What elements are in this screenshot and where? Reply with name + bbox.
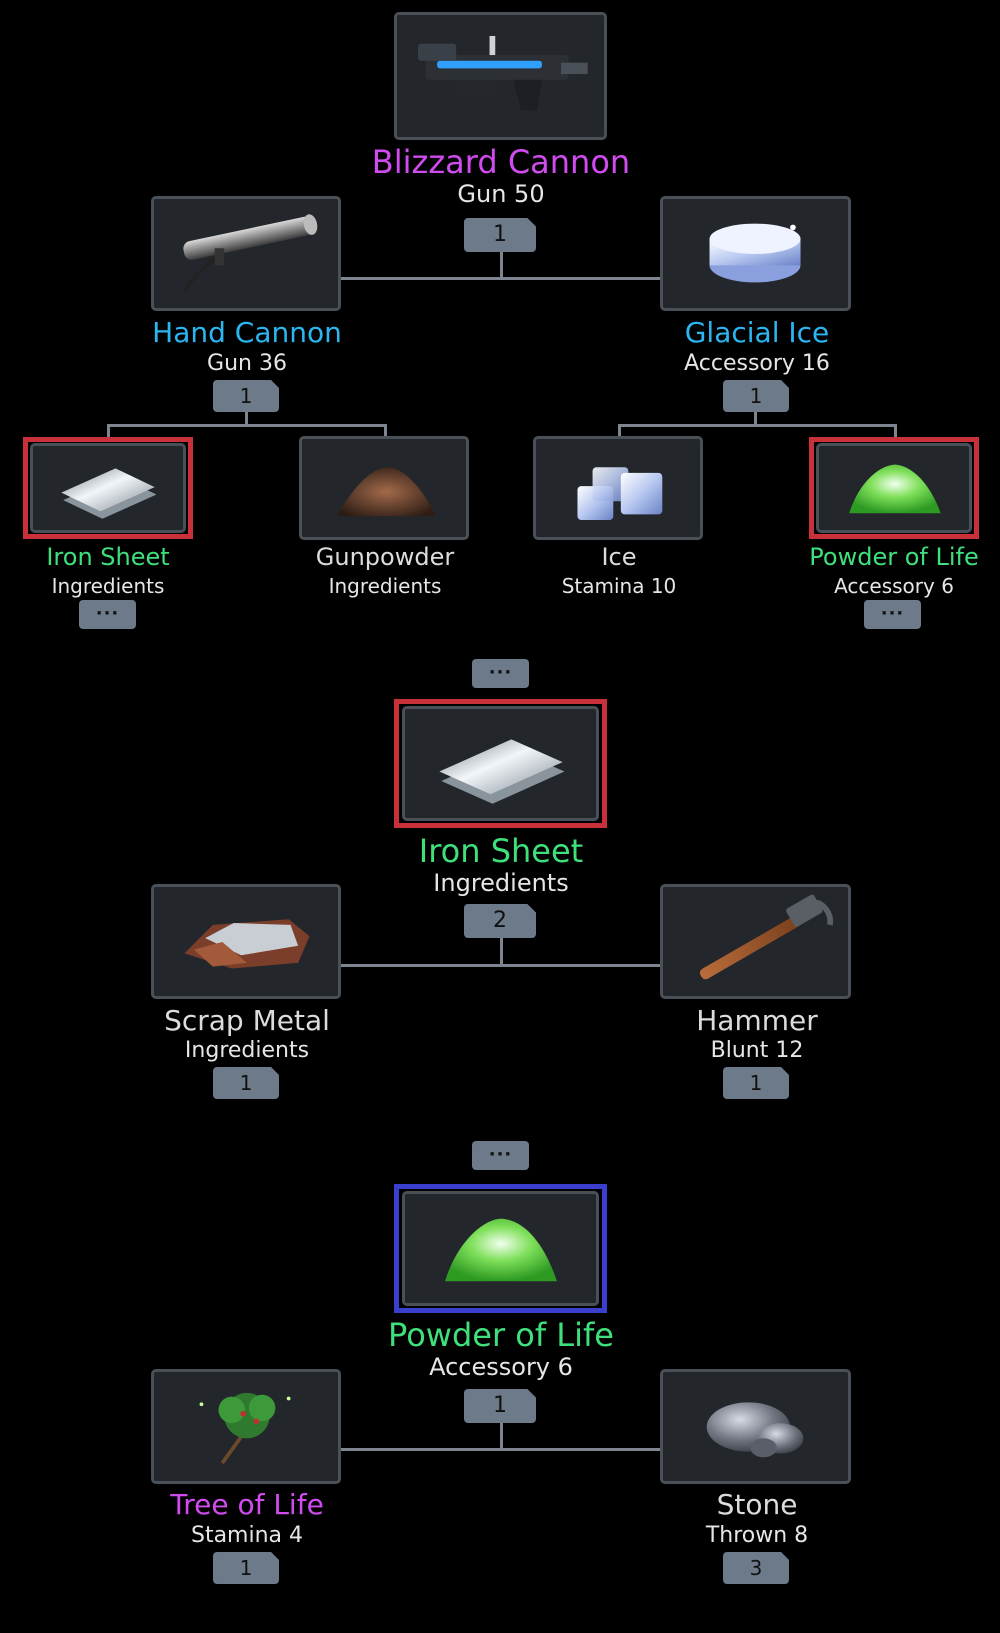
blizzard-cannon-tile[interactable] <box>394 12 607 140</box>
item-name: Iron Sheet <box>46 543 170 571</box>
connector-line <box>618 424 621 438</box>
item-category: Ingredients <box>51 574 165 598</box>
highlight-frame-red <box>394 699 607 828</box>
quantity-badge: 1 <box>723 1067 789 1099</box>
quantity-badge: 1 <box>213 1552 279 1584</box>
more-button[interactable]: ··· <box>472 1141 529 1170</box>
item-category: Thrown 8 <box>705 1523 809 1548</box>
item-name: Hand Cannon <box>152 316 342 349</box>
item-category: Accessory 6 <box>429 1353 573 1381</box>
ice-tile[interactable] <box>533 436 703 540</box>
powder-icon <box>445 1218 557 1282</box>
quantity-badge: 1 <box>213 380 279 412</box>
gunpowder-tile[interactable] <box>299 436 469 540</box>
scrap-metal-tile[interactable] <box>151 884 341 999</box>
quantity-badge: 1 <box>464 218 536 252</box>
iron-sheet-icon <box>439 739 565 804</box>
more-button[interactable]: ··· <box>79 600 136 629</box>
scrap-metal-icon <box>184 919 310 969</box>
hand-cannon-tile[interactable] <box>151 196 341 311</box>
item-name: Powder of Life <box>809 543 979 571</box>
item-category: Ingredients <box>184 1038 310 1063</box>
connector-line <box>107 424 387 427</box>
item-name: Powder of Life <box>388 1316 614 1354</box>
item-name: Scrap Metal <box>164 1004 330 1037</box>
hand-cannon-icon <box>182 214 318 293</box>
connector-line <box>107 424 110 438</box>
connector-line <box>618 424 897 427</box>
item-name: Stone <box>716 1488 798 1521</box>
highlight-frame-red <box>809 437 979 539</box>
item-name: Iron Sheet <box>418 832 584 870</box>
item-category: Stamina 10 <box>561 574 677 598</box>
tree-of-life-icon <box>199 1392 291 1465</box>
powder-of-life-tile[interactable] <box>816 443 972 533</box>
powder-icon <box>849 464 941 514</box>
item-name: Gunpowder <box>315 543 455 571</box>
powder-of-life-tile[interactable] <box>402 1191 599 1306</box>
iron-sheet-tile[interactable] <box>402 706 599 821</box>
stone-tile[interactable] <box>660 1369 851 1484</box>
highlight-frame-blue <box>394 1184 607 1313</box>
item-category: Ingredients <box>433 869 569 897</box>
item-category: Blunt 12 <box>710 1038 804 1063</box>
connector-line <box>500 1414 503 1451</box>
more-button[interactable]: ··· <box>472 659 529 688</box>
gunpowder-icon <box>336 467 436 517</box>
connector-line <box>384 424 387 438</box>
item-category: Accessory 16 <box>684 351 830 376</box>
quantity-badge: 3 <box>723 1552 789 1584</box>
ice-icon <box>577 467 663 521</box>
item-name: Hammer <box>696 1004 818 1037</box>
quantity-badge: 1 <box>723 380 789 412</box>
quantity-badge: 1 <box>464 1389 536 1423</box>
connector-line <box>338 277 663 280</box>
blizzard-cannon-icon <box>418 35 588 111</box>
item-name: Tree of Life <box>170 1488 324 1521</box>
iron-sheet-tile[interactable] <box>30 443 186 533</box>
glacial-ice-tile[interactable] <box>660 196 851 311</box>
connector-line <box>338 1448 663 1451</box>
iron-sheet-icon <box>61 468 157 519</box>
item-category: Gun 50 <box>457 180 545 208</box>
more-button[interactable]: ··· <box>864 600 921 629</box>
highlight-frame-red <box>23 437 193 539</box>
item-category: Accessory 6 <box>834 574 954 598</box>
item-name: Blizzard Cannon <box>371 143 631 181</box>
quantity-badge: 2 <box>464 904 536 938</box>
glacial-ice-icon <box>709 223 801 283</box>
item-category: Ingredients <box>328 574 442 598</box>
stone-icon <box>706 1402 804 1458</box>
connector-line <box>500 243 503 280</box>
connector-line <box>894 424 897 438</box>
connector-line <box>754 412 757 426</box>
item-category: Stamina 4 <box>190 1523 304 1548</box>
quantity-badge: 1 <box>213 1067 279 1099</box>
connector-line <box>338 964 663 967</box>
item-category: Gun 36 <box>207 351 287 376</box>
connector-line <box>500 930 503 967</box>
item-name: Glacial Ice <box>684 316 830 349</box>
hammer-tile[interactable] <box>660 884 851 999</box>
item-name: Ice <box>601 543 637 571</box>
tree-of-life-tile[interactable] <box>151 1369 341 1484</box>
hammer-icon <box>699 894 834 980</box>
connector-line <box>245 412 248 426</box>
